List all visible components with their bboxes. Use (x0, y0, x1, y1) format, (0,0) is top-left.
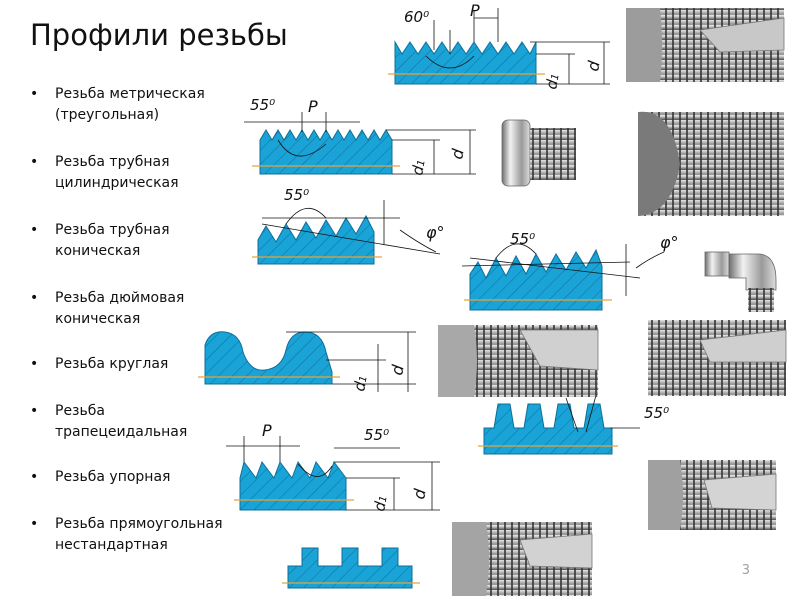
pitch-label: P (470, 1, 480, 20)
list-item-line2: трапецеидальная (55, 424, 188, 440)
list-item-line2: коническая (55, 311, 141, 327)
bullet: • (30, 516, 39, 532)
list-item-line1: Резьба упорная (55, 469, 171, 485)
list-item-line2: нестандартная (55, 537, 168, 553)
pipe-conical-thread-profile: 55⁰ φ° (252, 186, 445, 265)
page-number: 3 (741, 563, 750, 578)
list-item-line1: Резьба трубная (55, 154, 170, 170)
minor-diameter-label: d1 (350, 374, 370, 393)
list-item-line1: Резьба круглая (55, 356, 169, 372)
minor-diameter-label: d1 (542, 72, 562, 91)
list-item-line1: Резьба трубная (55, 222, 170, 238)
bullet: • (30, 469, 39, 485)
taper-angle-label: φ° (426, 223, 445, 242)
angle-label: 60⁰ (404, 8, 429, 26)
bullet: • (30, 290, 39, 306)
pitch-label: P (262, 421, 272, 440)
major-diameter-label: d (447, 147, 468, 161)
angle-label: 55⁰ (510, 230, 535, 248)
rectangular-thread-profile (282, 547, 420, 589)
bullet: • (30, 86, 39, 102)
elbow-fitting-photo (704, 251, 777, 312)
list-item-line1: Резьба (55, 403, 105, 419)
slide-title: Профили резьбы (30, 18, 288, 52)
trapezoidal-thread-profile: 55⁰ (478, 387, 669, 455)
angle-label: 55⁰ (644, 404, 669, 422)
bullet: • (30, 222, 39, 238)
threaded-pipe-photo (638, 111, 784, 216)
trapezoidal-thread-photo (648, 320, 787, 396)
metric-bolt-photo (626, 8, 785, 82)
minor-diameter-label: d1 (408, 158, 428, 177)
pipe-fitting-photo (501, 119, 576, 187)
metric-thread-profile: 60⁰ P d1 d (388, 1, 610, 91)
angle-label: 55⁰ (284, 186, 309, 204)
major-diameter-label: d (409, 487, 430, 501)
list-item-line1: Резьба дюймовая (55, 290, 185, 306)
list-item-line2: коническая (55, 243, 141, 259)
major-diameter-label: d (387, 363, 408, 377)
bullet: • (30, 403, 39, 419)
bullet: • (30, 356, 39, 372)
taper-angle-label: φ° (660, 233, 679, 252)
buttress-thread-photo (648, 460, 777, 530)
angle-label: 55⁰ (250, 96, 275, 114)
inch-conical-thread-profile: 55⁰ φ° (461, 230, 679, 311)
minor-diameter-label: d1 (370, 494, 390, 513)
pitch-label: P (308, 97, 318, 116)
round-thread-profile: d1 d (198, 331, 416, 393)
list-item-line1: Резьба метрическая (55, 86, 205, 102)
list-item-line1: Резьба прямоугольная (55, 516, 223, 532)
bullet: • (30, 154, 39, 170)
major-diameter-label: d (583, 59, 604, 73)
pipe-cylindrical-thread-profile: 55⁰ P d1 d (244, 96, 476, 177)
rectangular-thread-photo (452, 522, 593, 596)
angle-label: 55⁰ (364, 426, 389, 444)
round-thread-photo-1 (438, 325, 599, 397)
list-item-line2: цилиндрическая (55, 175, 179, 191)
list-item-line2: (треугольная) (55, 107, 160, 123)
buttress-thread-profile: P 55⁰ d1 d (226, 421, 440, 513)
